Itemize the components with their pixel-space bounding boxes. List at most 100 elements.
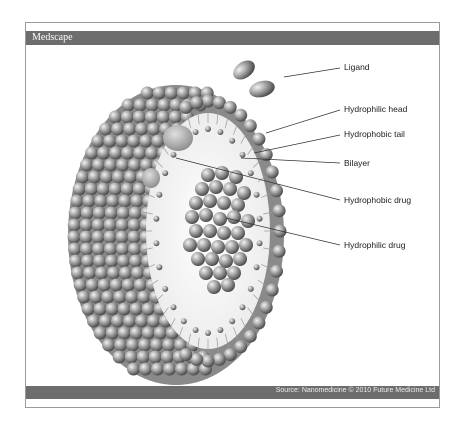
lipid-head-sphere xyxy=(91,135,104,148)
lipid-head-sphere xyxy=(102,339,115,352)
lipid-head-sphere xyxy=(70,195,83,208)
lipid-head-sphere xyxy=(115,135,128,148)
lipid-head-sphere xyxy=(150,339,163,352)
drug-sphere xyxy=(185,210,199,224)
lipid-head-sphere xyxy=(97,147,110,160)
lipid-head-sphere xyxy=(118,195,131,208)
lipid-head-sphere xyxy=(116,231,129,244)
lipid-head-sphere xyxy=(147,315,160,328)
lipid-head-sphere xyxy=(130,327,143,340)
lipid-head-sphere xyxy=(151,363,164,376)
lipid-head-sphere xyxy=(130,303,143,316)
lipid-head-sphere xyxy=(117,255,130,268)
label-bilayer: Bilayer xyxy=(344,158,370,168)
figure-frame: Medscape xyxy=(25,22,440,408)
lipid-head-sphere xyxy=(116,159,129,172)
lipid-head-sphere xyxy=(81,255,94,268)
lipid-head-sphere xyxy=(234,340,247,353)
lipid-head-sphere xyxy=(266,284,279,297)
lipid-head-sphere xyxy=(88,171,101,184)
lipid-head-sphere xyxy=(110,279,123,292)
inner-lipid-head xyxy=(153,216,159,222)
hydrophobic-drug-particle xyxy=(163,125,193,151)
lipid-head-sphere xyxy=(137,291,150,304)
lipid-head-sphere xyxy=(169,111,182,124)
inner-lipid-head xyxy=(193,327,199,333)
lipid-head-sphere xyxy=(106,195,119,208)
lipid-head-sphere xyxy=(100,171,113,184)
lipid-head-sphere xyxy=(158,99,171,112)
lipid-head-sphere xyxy=(94,327,107,340)
lipid-head-sphere xyxy=(244,119,257,132)
lipid-head-sphere xyxy=(77,291,90,304)
lipid-head-sphere xyxy=(122,279,135,292)
inner-lipid-head xyxy=(171,304,177,310)
lipid-head-sphere xyxy=(224,101,237,114)
inner-lipid-head xyxy=(257,240,263,246)
ligand-leader-line xyxy=(284,68,340,77)
lipid-head-sphere xyxy=(141,87,154,100)
lipid-head-sphere xyxy=(118,327,131,340)
lipid-head-sphere xyxy=(104,243,117,256)
inner-lipid-head xyxy=(254,192,260,198)
source-credit: Source: Nanomedicine © 2010 Future Medic… xyxy=(276,387,435,394)
inner-lipid-head xyxy=(229,138,235,144)
lipid-head-sphere xyxy=(68,231,81,244)
drug-sphere xyxy=(191,252,205,266)
inner-lipid-head xyxy=(217,327,223,333)
lipid-head-sphere xyxy=(76,171,89,184)
lipid-head-sphere xyxy=(252,316,265,329)
inner-lipid-head xyxy=(193,129,199,135)
lipid-head-sphere xyxy=(133,111,146,124)
label-hydrophobic-tail: Hydrophobic tail xyxy=(344,129,405,139)
lipid-head-sphere xyxy=(87,315,100,328)
lipid-head-sphere xyxy=(128,231,141,244)
inner-lipid-head xyxy=(205,330,211,336)
label-hydrophobic-drug: Hydrophobic drug xyxy=(344,195,411,205)
lipid-head-sphere xyxy=(163,363,176,376)
lipid-head-sphere xyxy=(138,339,151,352)
lipid-head-sphere xyxy=(71,267,84,280)
drug-sphere xyxy=(227,266,241,280)
drug-sphere xyxy=(241,214,255,228)
lipid-head-sphere xyxy=(82,303,95,316)
lipid-head-sphere xyxy=(92,159,105,172)
lipid-head-sphere xyxy=(151,135,164,148)
inner-lipid-head xyxy=(240,152,246,158)
inner-lipid-head xyxy=(171,152,177,158)
lipid-head-sphere xyxy=(104,219,117,232)
lipid-head-sphere xyxy=(89,291,102,304)
lipid-head-sphere xyxy=(105,255,118,268)
lipid-head-sphere xyxy=(134,279,147,292)
lipid-head-sphere xyxy=(113,291,126,304)
drug-sphere xyxy=(197,238,211,252)
lipid-head-sphere xyxy=(270,265,283,278)
lipid-head-sphere xyxy=(107,267,120,280)
lipid-head-sphere xyxy=(161,351,174,364)
inner-lipid-head xyxy=(205,126,211,132)
lipid-head-sphere xyxy=(154,327,167,340)
lipid-head-sphere xyxy=(94,195,107,208)
label-hydrophilic-drug: Hydrophilic drug xyxy=(344,240,406,250)
lipid-head-sphere xyxy=(202,95,215,108)
lipid-head-sphere xyxy=(142,303,155,316)
lipid-head-sphere xyxy=(244,330,257,343)
lipid-head-sphere xyxy=(135,123,148,136)
lipid-head-sphere xyxy=(129,255,142,268)
drug-sphere xyxy=(211,240,225,254)
lipid-head-sphere xyxy=(128,219,141,232)
drug-sphere xyxy=(201,168,215,182)
lipid-head-sphere xyxy=(123,123,136,136)
lipid-head-sphere xyxy=(121,111,134,124)
lipid-head-sphere xyxy=(69,207,82,220)
lipid-head-sphere xyxy=(68,219,81,232)
inner-lipid-head xyxy=(248,286,254,292)
lipid-head-sphere xyxy=(124,171,137,184)
inner-lipid-head xyxy=(156,264,162,270)
lipid-head-sphere xyxy=(213,353,226,366)
lipid-head-sphere xyxy=(105,207,118,220)
lipid-head-sphere xyxy=(125,291,138,304)
drug-sphere xyxy=(203,194,217,208)
lipid-head-sphere xyxy=(127,363,140,376)
lipid-head-sphere xyxy=(126,339,139,352)
